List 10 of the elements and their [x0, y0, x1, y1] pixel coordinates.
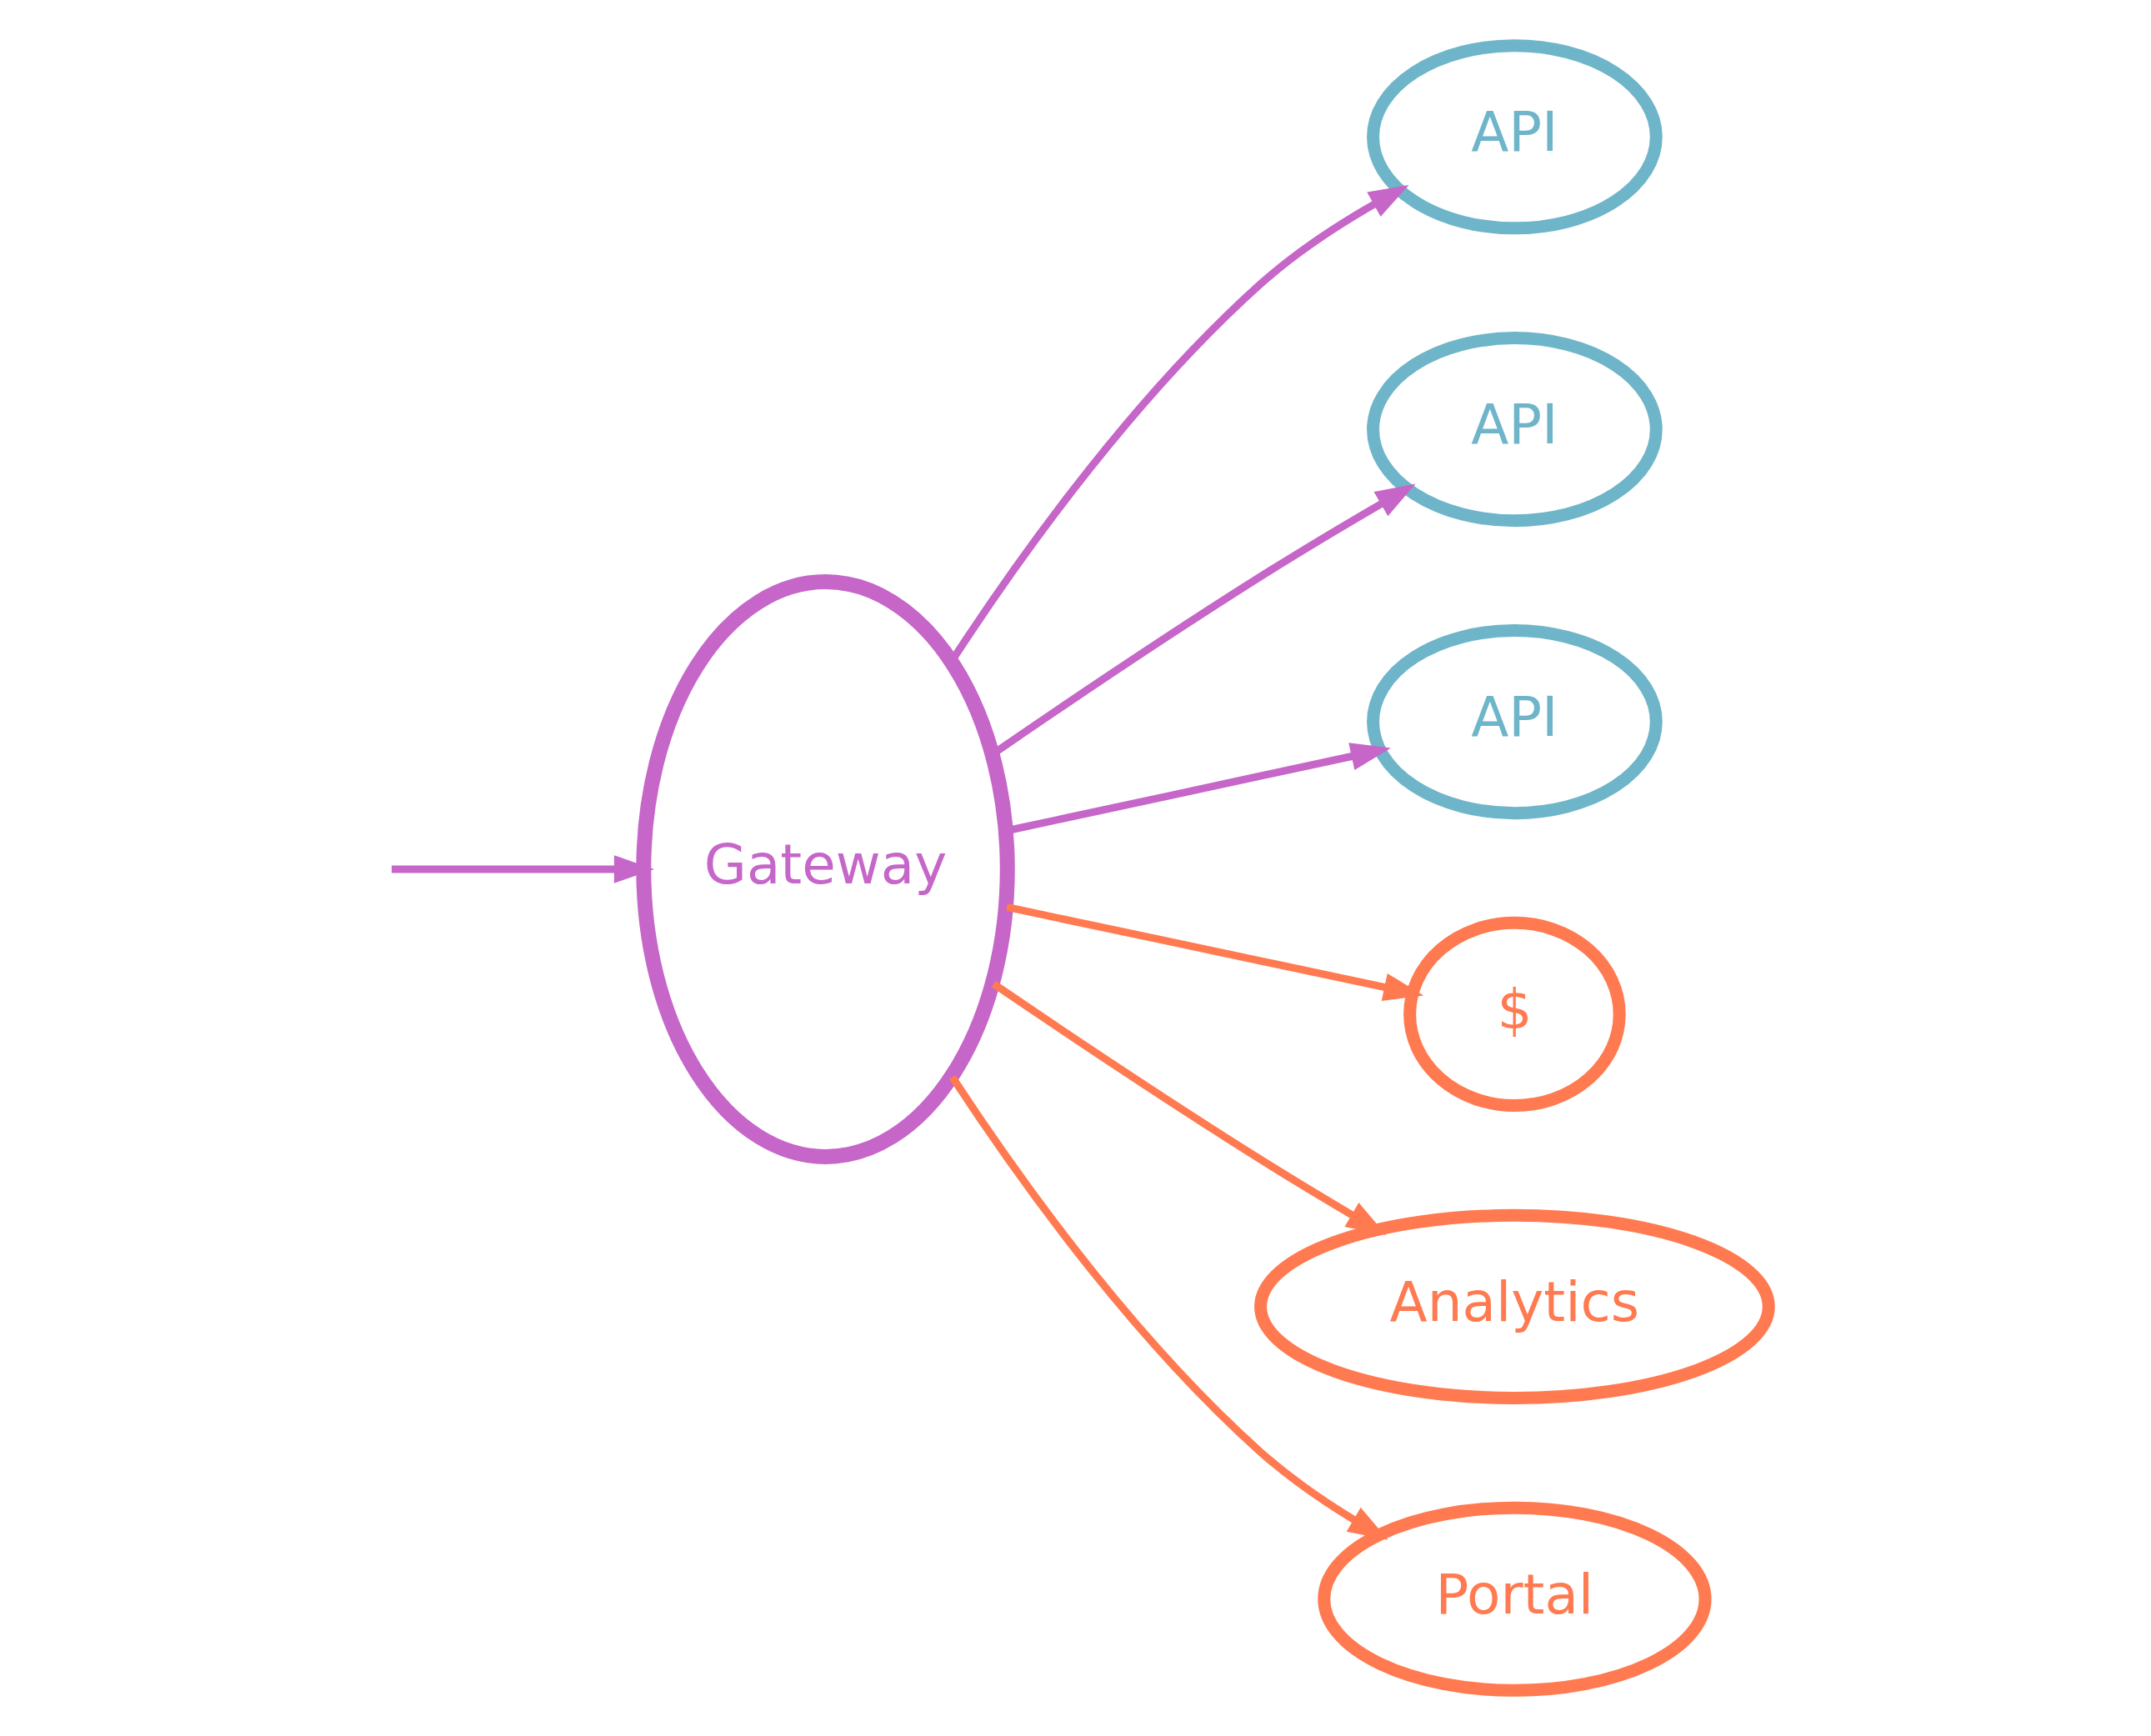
arrow: [948, 1074, 1388, 1540]
node-ellipse: Portal: [1318, 1501, 1712, 1697]
arrow: [1006, 903, 1424, 1001]
node-ellipse: API: [1367, 623, 1663, 820]
node-ellipse: Gateway: [636, 574, 1015, 1164]
arrow: [391, 855, 654, 883]
node-ellipse: API: [1367, 332, 1663, 528]
arrow: [991, 980, 1387, 1235]
node-ellipse: Analytics: [1254, 1208, 1775, 1404]
node-ellipse: $: [1403, 916, 1626, 1113]
